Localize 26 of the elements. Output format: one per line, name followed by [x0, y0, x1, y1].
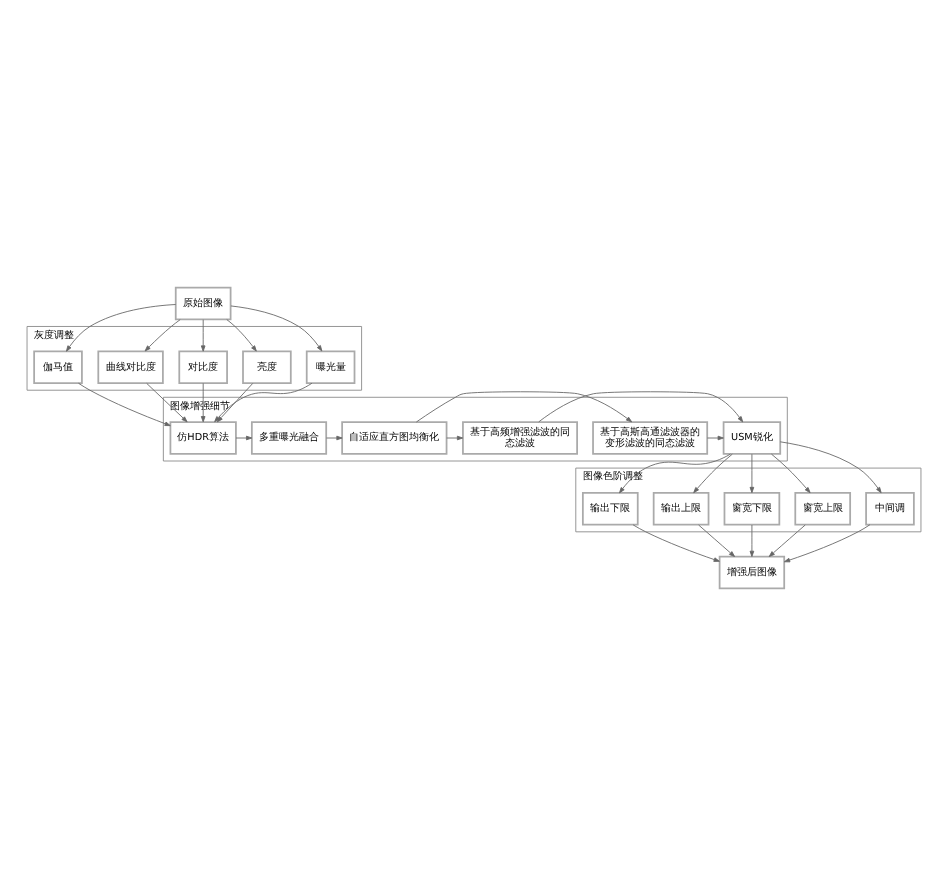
arrow: [415, 391, 633, 423]
arrow: [226, 319, 257, 352]
arrow: [144, 319, 181, 352]
arrow: [214, 382, 313, 423]
arrow: [326, 435, 343, 441]
arrow: [771, 453, 811, 494]
arrow: [698, 524, 736, 557]
arrow: [768, 524, 806, 557]
arrow: [706, 435, 724, 441]
arrow: [632, 524, 720, 562]
arrow: [619, 453, 731, 494]
arrow: [200, 319, 206, 352]
arrow: [200, 382, 206, 423]
arrow: [446, 435, 464, 441]
arrow: [230, 305, 323, 352]
arrow: [779, 441, 882, 494]
arrow: [749, 524, 755, 557]
arrow: [146, 382, 188, 423]
arrow: [749, 453, 755, 494]
arrow: [78, 382, 171, 427]
arrow: [783, 524, 871, 563]
arrow: [216, 382, 254, 423]
arrow: [235, 435, 253, 441]
arrow: [65, 304, 177, 352]
arrow: [538, 391, 744, 423]
arrow: [693, 453, 733, 494]
